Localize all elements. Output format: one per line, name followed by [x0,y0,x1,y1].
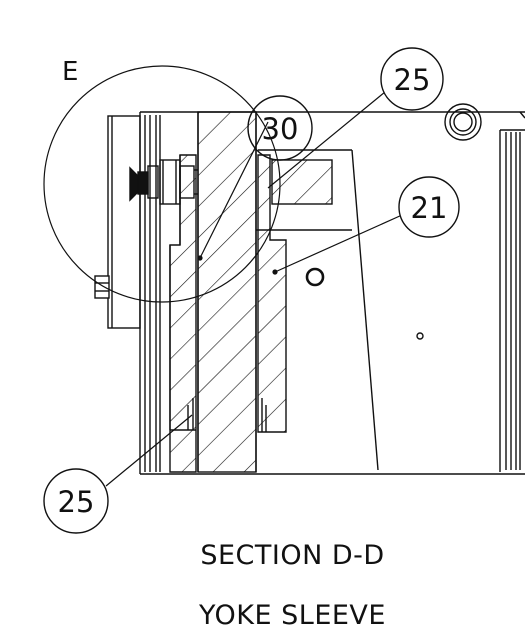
balloon-30 [247,95,313,161]
holes [305,267,424,340]
balloon-21 [398,176,460,238]
center-shaft [197,111,257,473]
balloon-label-30: 30 [262,112,299,146]
balloon-label-25-bottom: 25 [58,485,95,519]
left-bolt-assembly [129,159,198,205]
right-sleeve [257,154,287,433]
balloon-label-25-top: 25 [394,63,431,97]
detail-label: E [62,57,78,87]
section-title: SECTION D-D [200,540,385,571]
yoke-housing-outline [139,111,525,475]
balloon-25-top [380,47,444,111]
top-fitting [444,103,525,141]
balloon-25-bottom [43,468,109,534]
section-subtitle: YOKE SLEEVE [199,600,386,631]
lower-left-nut [94,275,110,299]
balloon-label-21: 21 [411,191,448,225]
left-bracket-plate [107,115,141,329]
detail-circle-e [43,65,281,303]
leader-lines [105,91,403,487]
left-sleeve [169,154,197,473]
